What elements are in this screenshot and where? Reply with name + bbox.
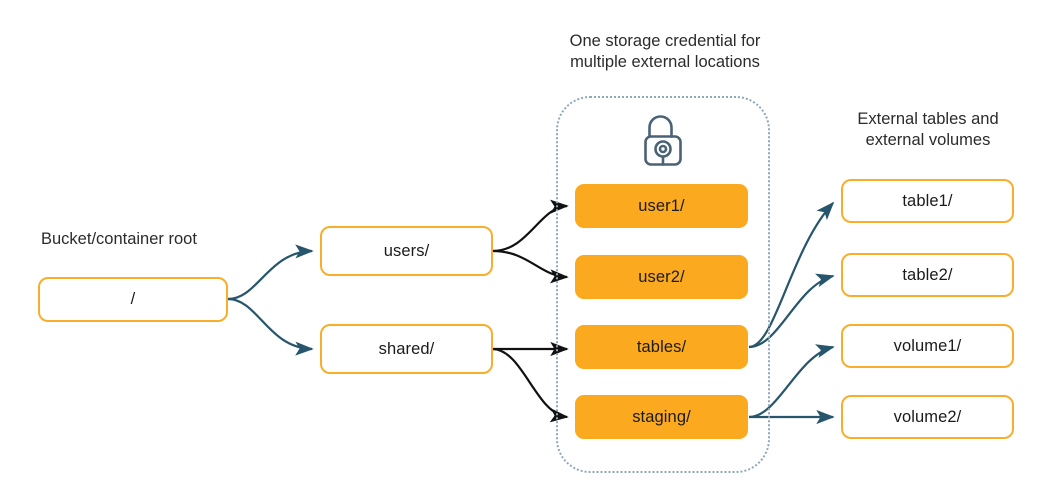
node-staging-label: staging/ xyxy=(632,407,691,426)
node-staging[interactable]: staging/ xyxy=(575,395,748,439)
node-table2[interactable]: table2/ xyxy=(841,253,1014,297)
node-user1[interactable]: user1/ xyxy=(575,184,748,228)
node-table1-label: table1/ xyxy=(902,191,953,210)
node-volume2-label: volume2/ xyxy=(893,407,962,426)
storage-credential-group xyxy=(556,96,770,473)
node-users-label: users/ xyxy=(383,241,430,260)
edge-root-to-shared xyxy=(227,297,314,356)
node-volume1-label: volume1/ xyxy=(893,336,962,355)
edge-root-to-users xyxy=(227,244,314,301)
node-root-label: / xyxy=(130,290,136,308)
node-table2-label: table2/ xyxy=(902,265,953,284)
node-user2-label: user2/ xyxy=(638,267,685,286)
node-root[interactable]: / xyxy=(38,277,228,322)
lock-icon xyxy=(636,112,690,170)
node-tables[interactable]: tables/ xyxy=(575,325,748,369)
node-tables-label: tables/ xyxy=(636,337,687,356)
external-assets-caption: External tables and external volumes xyxy=(857,110,999,149)
storage-credential-caption: One storage credential for multiple exte… xyxy=(569,32,761,71)
node-shared[interactable]: shared/ xyxy=(320,324,493,374)
node-table1[interactable]: table1/ xyxy=(841,179,1014,223)
node-volume1[interactable]: volume1/ xyxy=(841,324,1014,368)
node-user2[interactable]: user2/ xyxy=(575,255,748,299)
node-shared-label: shared/ xyxy=(378,339,435,358)
bucket-root-label: Bucket/container root xyxy=(41,230,197,248)
node-user1-label: user1/ xyxy=(638,196,685,215)
node-volume2[interactable]: volume2/ xyxy=(841,395,1014,439)
node-users[interactable]: users/ xyxy=(320,226,493,276)
